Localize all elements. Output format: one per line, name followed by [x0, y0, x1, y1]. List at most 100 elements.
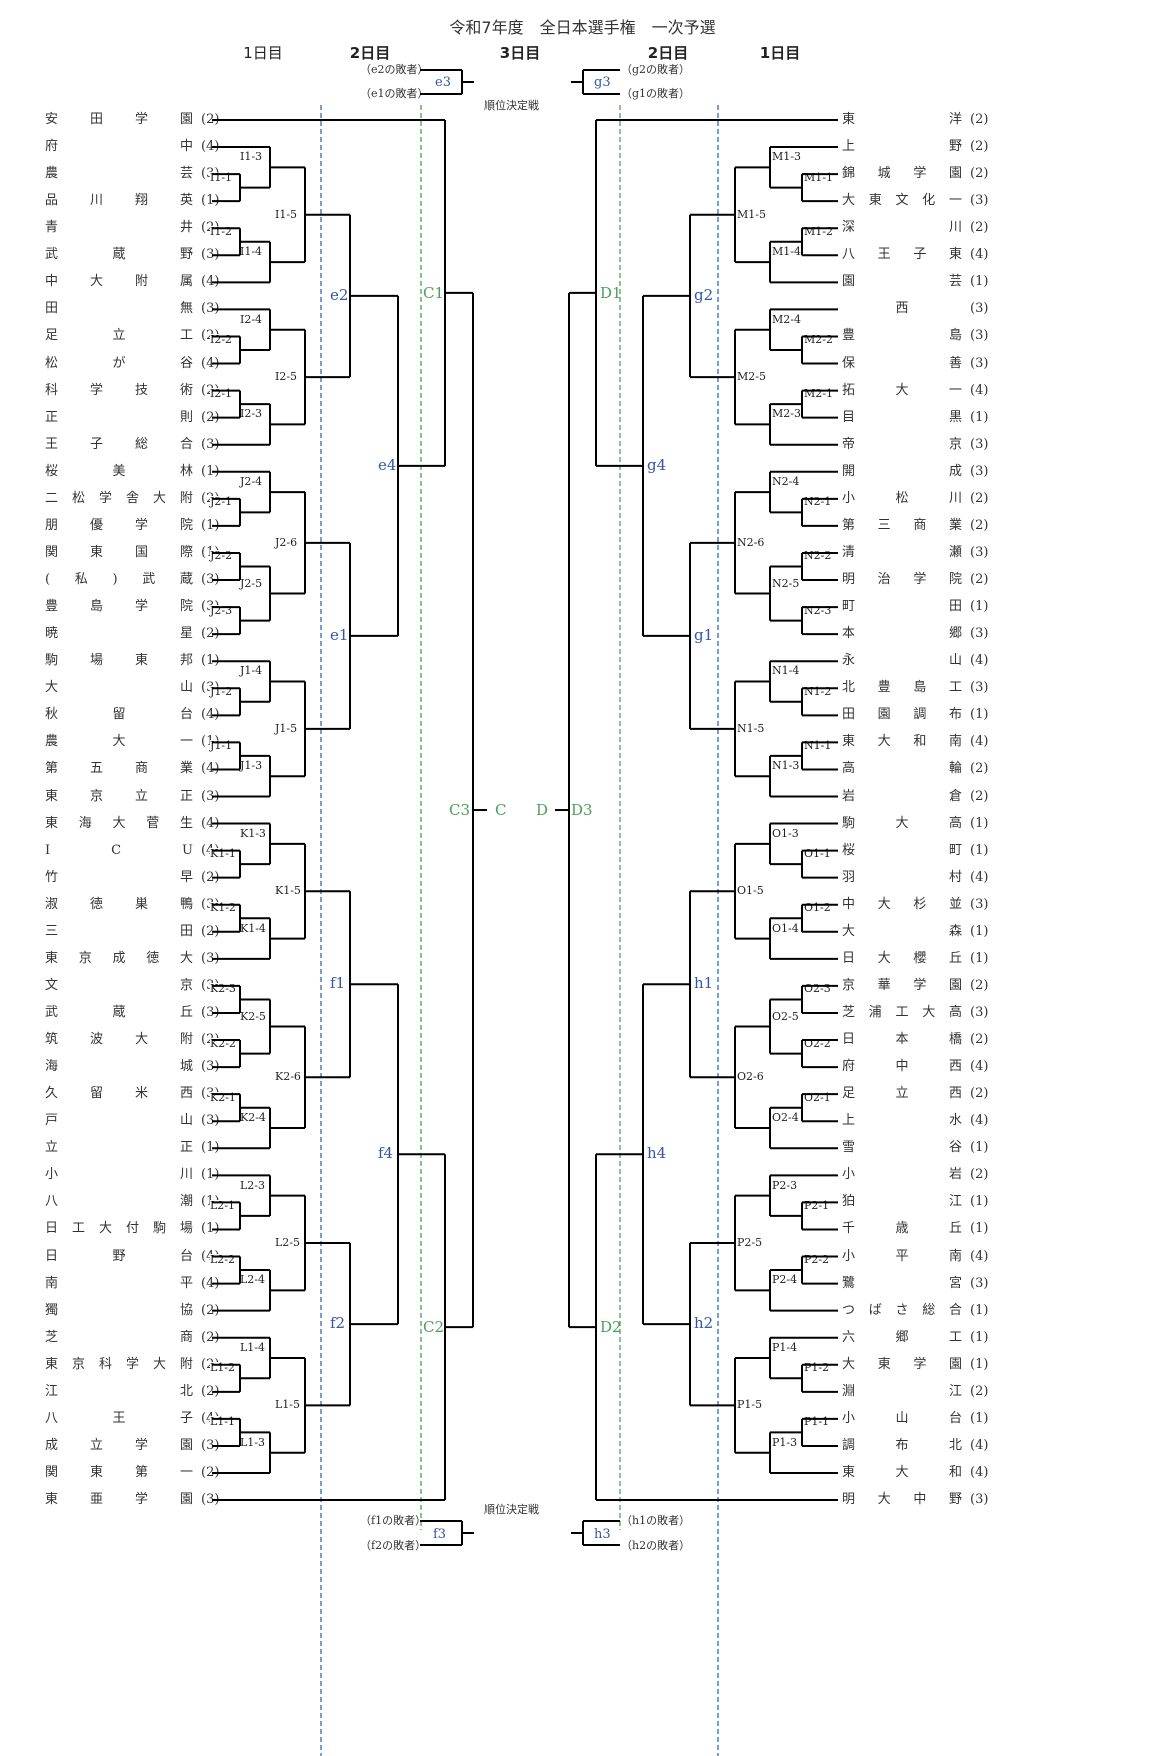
team-seed: (2)	[201, 626, 220, 642]
team-seed: (2)	[970, 977, 989, 993]
team-name: 中大杉並	[842, 896, 962, 912]
team-seed: (2)	[201, 112, 220, 127]
match-label-l1-4: L1-4	[240, 1340, 266, 1354]
team-seed: (2)	[970, 220, 989, 236]
team-seed: (3)	[201, 436, 220, 452]
match-label-k2-6: K2-6	[275, 1070, 301, 1084]
team-row: 狛江(1)	[842, 1192, 992, 1212]
team-name: 日野台	[45, 1248, 193, 1264]
team-name: 清瀬	[842, 544, 962, 560]
e3-bottom-note: （e1の敗者）	[360, 87, 429, 100]
team-name: 大東学園	[842, 1356, 962, 1372]
match-label-p1-5: P1-5	[737, 1398, 763, 1412]
match-label-m1-4: M1-4	[772, 245, 801, 259]
team-name: 府中西	[842, 1059, 962, 1075]
team-seed: (2)	[970, 1032, 989, 1048]
team-name: 第三商業	[842, 517, 962, 533]
team-seed: (4)	[970, 1437, 989, 1453]
team-seed: (3)	[201, 950, 220, 966]
team-row: 八王子東(4)	[842, 245, 992, 265]
team-row: 芝商(2)	[45, 1328, 223, 1348]
team-seed: (3)	[201, 247, 220, 263]
team-name: 東海大菅生	[45, 815, 193, 831]
team-name: 青井	[45, 220, 193, 236]
team-seed: (2)	[970, 1167, 989, 1183]
placement-label-bottom: 順位決定戦	[484, 1503, 539, 1516]
f3-label: f3	[433, 1527, 447, 1542]
team-name: 松が谷	[45, 355, 193, 371]
day-label-left-1: 1日目	[243, 44, 283, 62]
team-name: 二松学舎大附	[45, 490, 193, 506]
g3-label: g3	[594, 75, 611, 90]
match-label-i2-4: I2-4	[240, 312, 263, 326]
team-row: 関東第一(2)	[45, 1463, 223, 1483]
team-row: 中大附属(4)	[45, 272, 223, 292]
team-name: 小岩	[842, 1167, 962, 1183]
team-row: 海城(3)	[45, 1057, 223, 1077]
team-seed: (3)	[970, 896, 989, 912]
team-row: 第五商業(4)	[45, 759, 223, 779]
match-label-j1-3: J1-3	[240, 759, 263, 773]
team-seed: (2)	[201, 1302, 220, 1318]
team-name: 朋優学院	[45, 517, 193, 533]
team-row: 上野(2)	[842, 137, 992, 157]
team-seed: (3)	[201, 1113, 220, 1129]
team-row: 東京立正(3)	[45, 787, 223, 807]
team-name: 文京	[45, 977, 193, 993]
team-name: 西	[895, 301, 909, 317]
team-row: 東亜学園(3)	[45, 1490, 223, 1510]
team-seed: (4)	[970, 382, 989, 398]
match-label-e1: e1	[330, 625, 349, 644]
team-name: 淵江	[842, 1383, 962, 1399]
team-row: 調布北(4)	[842, 1436, 992, 1456]
final-label-c: C	[495, 801, 507, 820]
team-row: つばさ総合(1)	[842, 1301, 992, 1321]
match-label-n1-4: N1-4	[772, 664, 800, 678]
match-label-i2-3: I2-3	[240, 407, 263, 421]
team-row: 京華学園(2)	[842, 976, 992, 996]
team-row: 日本橋(2)	[842, 1030, 992, 1050]
team-row: 江北(2)	[45, 1382, 223, 1402]
day-label-3: 3日目	[499, 44, 541, 62]
team-name: 北豊島工	[842, 680, 962, 696]
team-row: 小川(1)	[45, 1165, 223, 1185]
team-seed: (3)	[970, 355, 989, 371]
team-name: 南平	[45, 1275, 193, 1291]
f3-top-note: （f1の敗者）	[360, 1514, 427, 1527]
team-seed: (4)	[201, 355, 220, 371]
team-name: 東大和南	[842, 734, 962, 750]
team-name: 鷺宮	[842, 1275, 962, 1291]
team-seed: (2)	[970, 490, 989, 506]
team-row: 竹早(2)	[45, 868, 223, 888]
team-seed: (3)	[201, 1437, 220, 1453]
team-name: 府中	[45, 139, 193, 155]
team-seed: (1)	[970, 923, 989, 939]
team-name: 関東国際	[45, 544, 193, 560]
team-seed: (2)	[201, 1383, 220, 1399]
team-name: 駒大高	[842, 815, 962, 831]
match-label-o2-6: O2-6	[737, 1070, 764, 1084]
team-row: 拓大一(4)	[842, 381, 992, 401]
match-label-c2: C2	[423, 1318, 445, 1337]
team-seed: (1)	[970, 1302, 989, 1318]
team-row: 園芸(1)	[842, 272, 992, 292]
team-name: 品川翔英	[45, 193, 193, 209]
team-seed: (2)	[970, 112, 989, 127]
team-row: 保善(3)	[842, 354, 992, 374]
team-name: 足立工	[45, 328, 193, 344]
team-name: 上野	[842, 139, 962, 155]
team-seed: (3)	[970, 436, 989, 452]
team-name: 開成	[842, 463, 962, 479]
team-name: 小松川	[842, 490, 962, 506]
team-name: 東大和	[842, 1465, 962, 1480]
team-seed: (4)	[970, 869, 989, 885]
team-seed: (4)	[201, 139, 220, 155]
team-row: 東京成徳大(3)	[45, 949, 223, 969]
team-row: 大東学園(1)	[842, 1355, 992, 1375]
team-name: 明治学院	[842, 572, 962, 588]
team-row: 鷺宮(3)	[842, 1274, 992, 1294]
team-name: 帝京	[842, 436, 962, 452]
match-label-j2-5: J2-5	[240, 576, 263, 590]
